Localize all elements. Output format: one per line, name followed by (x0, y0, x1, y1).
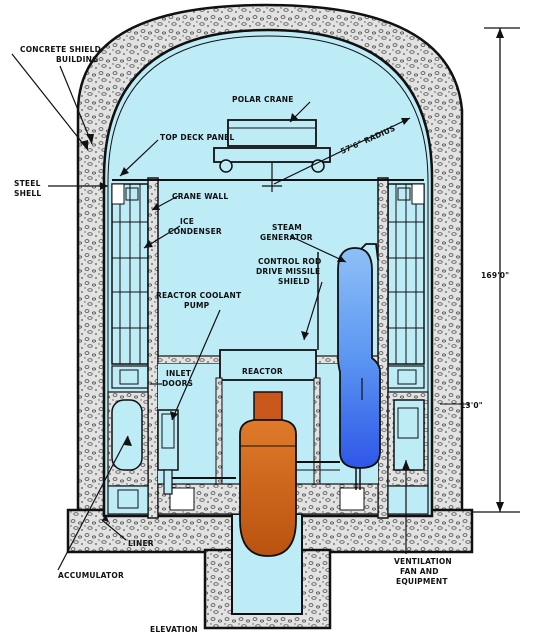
label-crane-wall: CRANE WALL (172, 192, 228, 201)
label-reactor: REACTOR (242, 367, 283, 376)
label-rcp-2: PUMP (184, 301, 210, 310)
height-dimension-total (440, 27, 520, 513)
label-concrete-shield-1: CONCRETE SHIELD (20, 45, 101, 54)
radius-line (273, 117, 411, 185)
reactor-vessel (239, 391, 297, 557)
ventilation-equipment (387, 391, 429, 515)
label-steam-1: STEAM (272, 223, 302, 232)
label-crd-2: DRIVE MISSILE (256, 267, 320, 276)
polar-crane (213, 119, 331, 192)
label-crd-3: SHIELD (278, 277, 310, 286)
label-steel-2: SHELL (14, 189, 41, 198)
label-rcp-1: REACTOR COOLANT (156, 291, 242, 300)
ice-condenser-left (111, 183, 149, 389)
radius-arrow (401, 118, 410, 125)
label-ice-2: CONDENSER (168, 227, 222, 236)
steam-generator (296, 243, 381, 490)
label-polar-crane: POLAR CRANE (232, 95, 294, 104)
label-height-total: 169'0" (481, 271, 509, 280)
label-liner: LINER (128, 539, 154, 548)
label-inlet-1: INLET (166, 369, 192, 378)
accumulator (107, 391, 149, 515)
label-vent-3: EQUIPMENT (396, 577, 448, 586)
label-vent-2: FAN AND (400, 567, 439, 576)
steel-shell-inner (107, 35, 429, 512)
label-top-deck: TOP DECK PANEL (160, 133, 234, 142)
label-height-lower: 13'0" (460, 401, 483, 410)
label-inlet-2: DOORS (162, 379, 193, 388)
label-crd-1: CONTROL ROD (258, 257, 321, 266)
label-ice-1: ICE (180, 217, 194, 226)
reactor-coolant-pump (157, 409, 236, 495)
leader-arrowheads (80, 113, 410, 522)
label-steel-1: STEEL (14, 179, 41, 188)
ice-condenser-right (387, 183, 425, 389)
label-steam-2: GENERATOR (260, 233, 313, 242)
label-concrete-shield-2: BUILDING (56, 55, 98, 64)
label-elevation: ELEVATION (150, 625, 198, 634)
label-vent-1: VENTILATION (394, 557, 452, 566)
label-accumulator: ACCUMULATOR (58, 571, 124, 580)
